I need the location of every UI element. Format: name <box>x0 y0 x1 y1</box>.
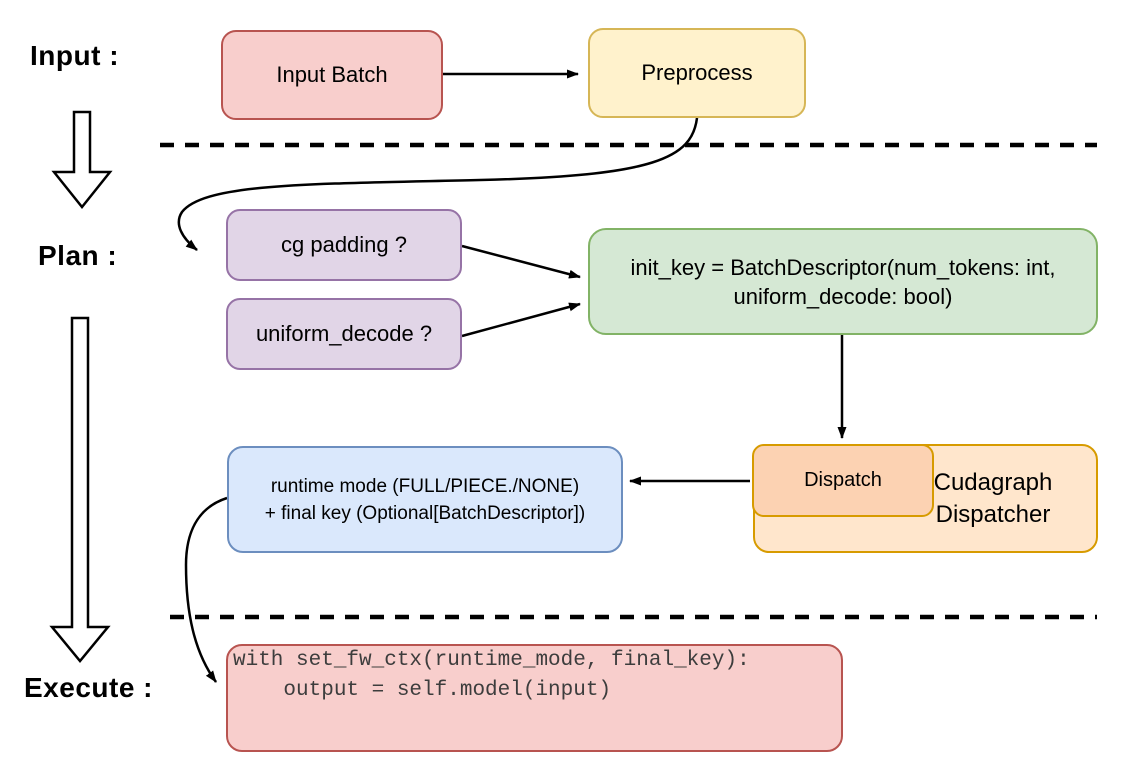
init-key-node: init_key = BatchDescriptor(num_tokens: i… <box>588 228 1098 335</box>
runtime-mode-line1: runtime mode (FULL/PIECE./NONE) <box>270 475 580 497</box>
dispatch-node: Dispatch <box>752 444 934 517</box>
arrow-uniform-decode-to-init-key <box>461 302 581 338</box>
arrow-preprocess-to-cg-padding <box>177 117 699 251</box>
cudagraph-dispatcher-line1: Cudagraph <box>933 468 1053 496</box>
uniform-decode-label: uniform_decode ? <box>255 321 433 346</box>
init-key-line2: uniform_decode: bool) <box>733 283 953 309</box>
arrow-runtime-mode-to-execute-code <box>184 496 228 683</box>
input-phase-label: Input : <box>30 40 120 71</box>
cg-padding-label: cg padding ? <box>281 232 407 257</box>
preprocess-node: Preprocess <box>588 28 806 118</box>
runtime-mode-line2: + final key (Optional[BatchDescriptor]) <box>264 502 586 524</box>
hollow-down-arrow-plan-to-execute <box>49 316 111 663</box>
init-key-line1: init_key = BatchDescriptor(num_tokens: i… <box>630 254 1056 280</box>
input-batch-node: Input Batch <box>221 30 443 120</box>
plan-phase-label: Plan : <box>38 240 118 271</box>
execute-code-line1: with set_fw_ctx(runtime_mode, final_key)… <box>233 649 750 672</box>
execute-phase-label: Execute : <box>24 672 153 703</box>
arrow-cg-padding-to-init-key <box>461 244 581 279</box>
preprocess-label: Preprocess <box>641 60 753 85</box>
input-batch-label: Input Batch <box>276 62 388 87</box>
execute-code-line2: output = self.model(input) <box>233 679 612 702</box>
dispatch-label: Dispatch <box>804 469 882 491</box>
cudagraph-dispatcher-line2: Dispatcher <box>935 500 1051 528</box>
execute-code-node: with set_fw_ctx(runtime_mode, final_key)… <box>226 644 843 752</box>
cudagraph-dispatcher-label: Cudagraph Dispatcher <box>908 467 1078 531</box>
runtime-mode-node: runtime mode (FULL/PIECE./NONE) + final … <box>227 446 623 553</box>
hollow-down-arrow-input-to-plan <box>51 110 113 210</box>
uniform-decode-node: uniform_decode ? <box>226 298 462 370</box>
cg-padding-node: cg padding ? <box>226 209 462 281</box>
